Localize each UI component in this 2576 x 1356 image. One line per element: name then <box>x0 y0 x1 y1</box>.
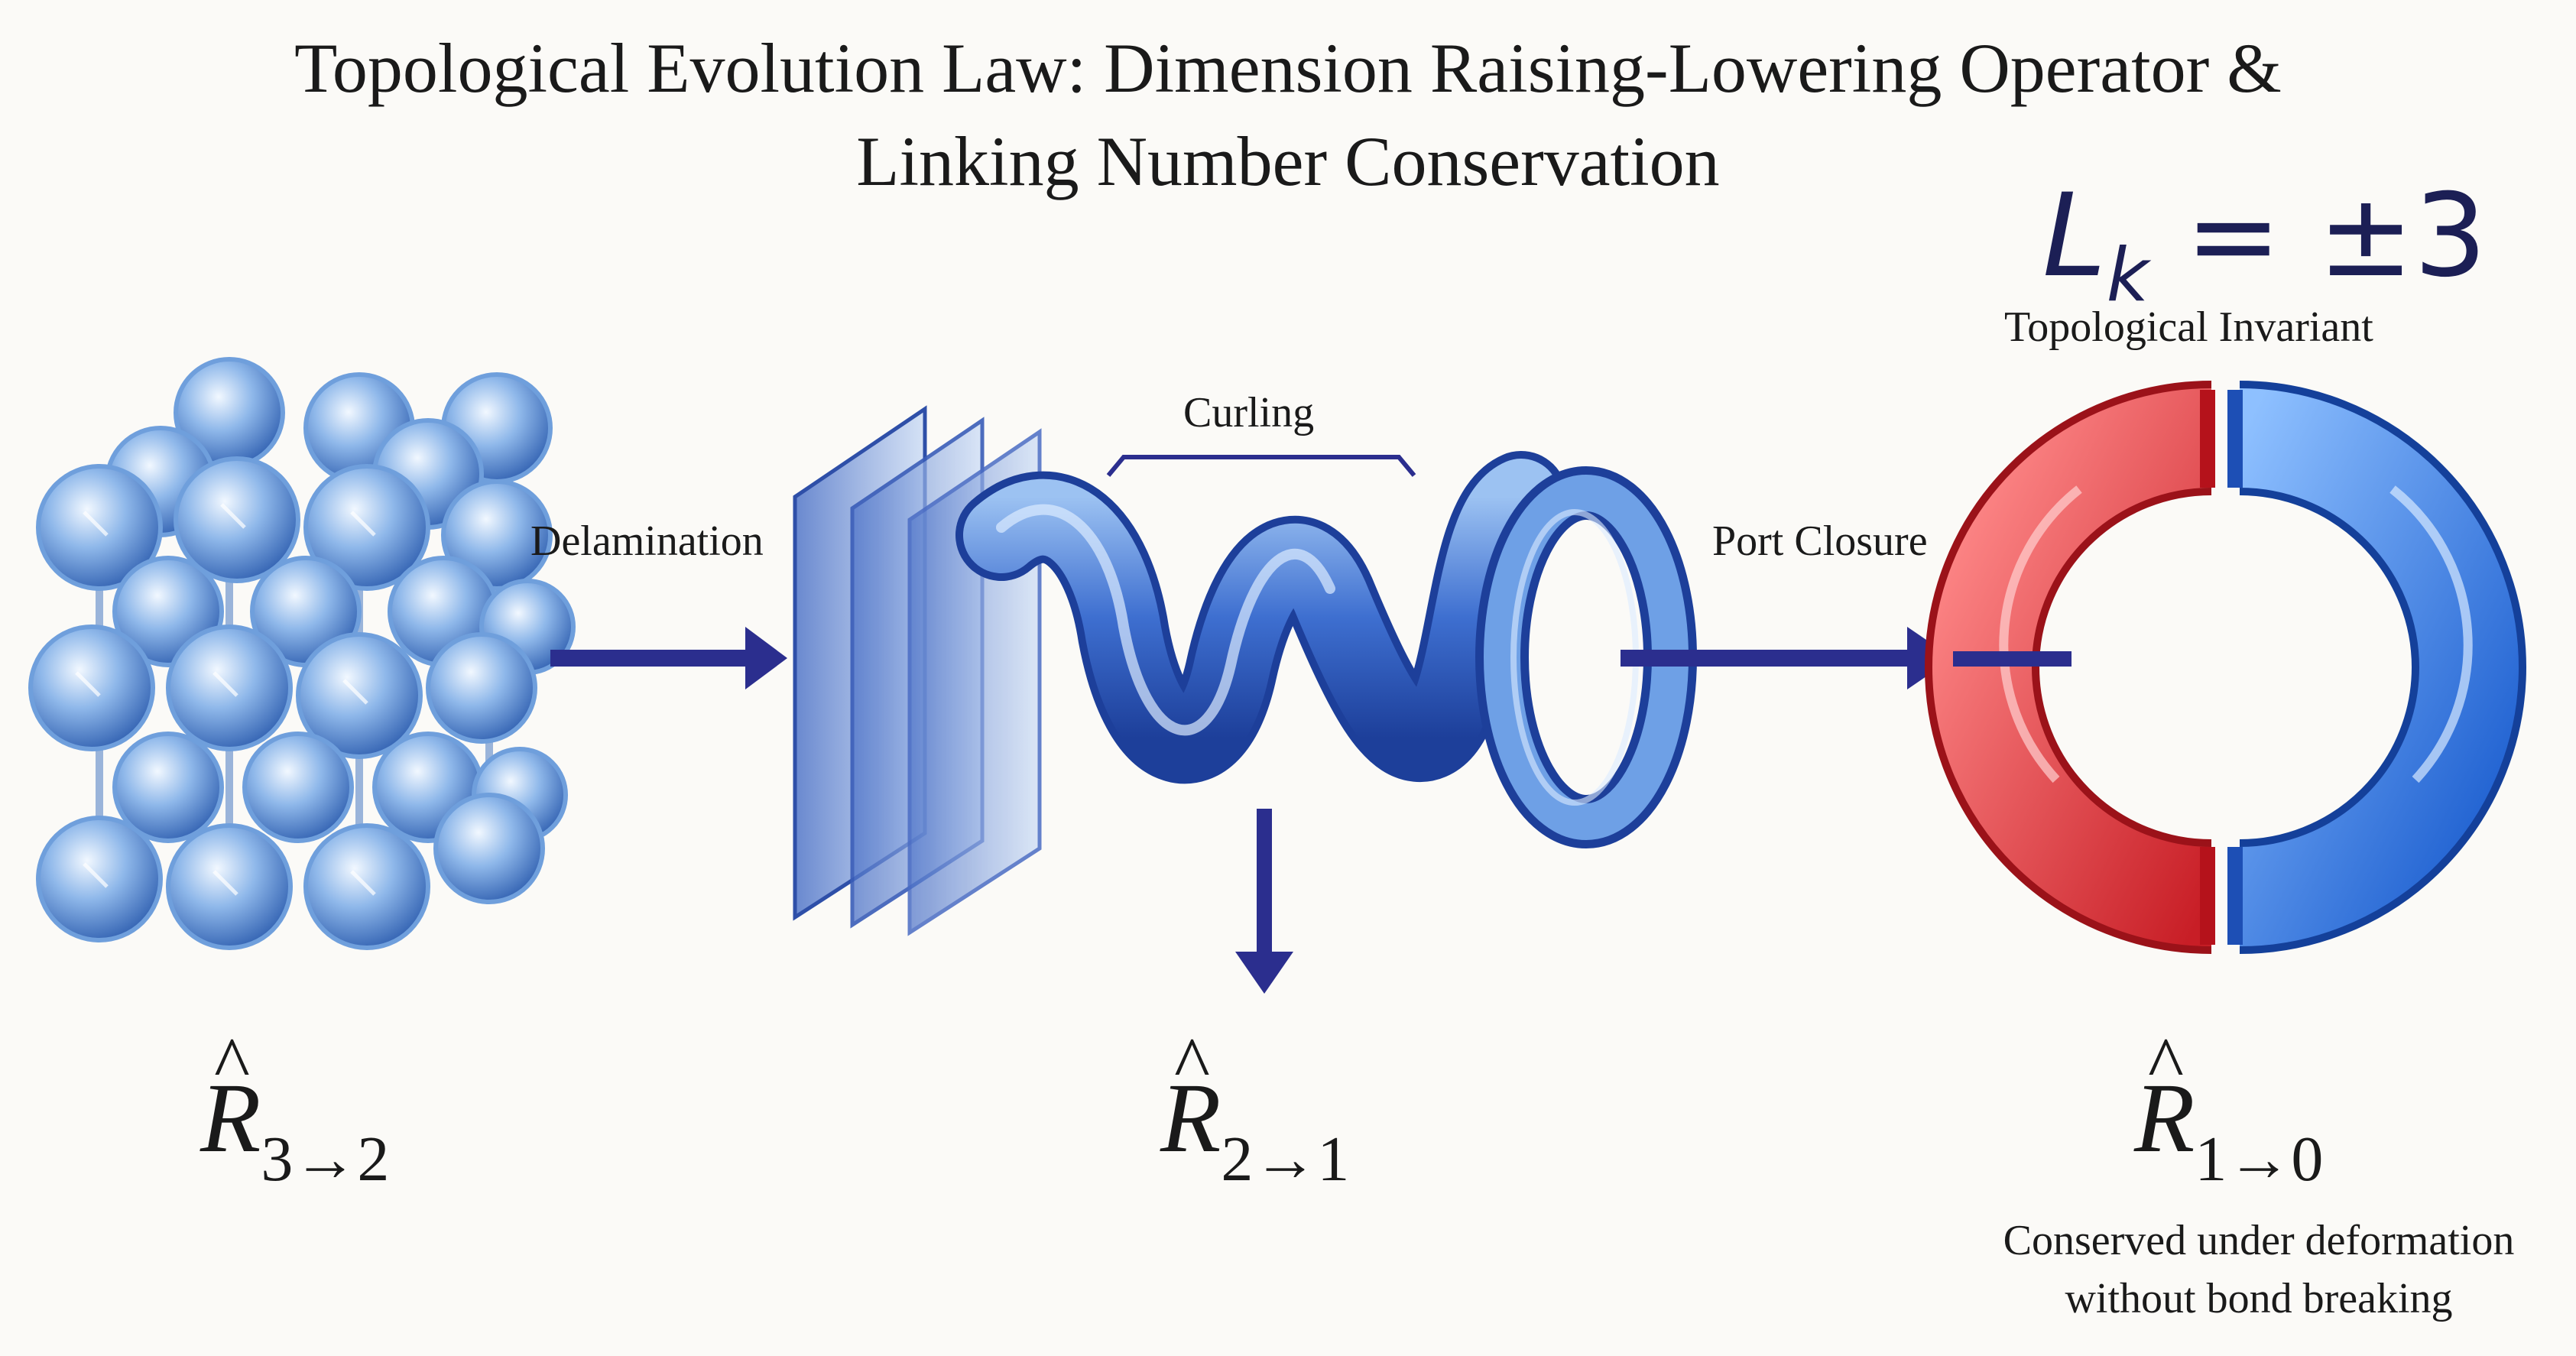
operator-r-2-1-subscript: 2→1 <box>1221 1123 1350 1195</box>
linking-symbol: L <box>2042 170 2107 303</box>
operator-r-3-2-symbol: R <box>200 1020 261 1176</box>
linking-subscript: k <box>2106 232 2149 319</box>
crystal-lattice-icon <box>28 357 576 950</box>
linked-ring-icon <box>1925 381 2526 954</box>
operator-r-2-1-symbol: R <box>1160 1020 1221 1176</box>
title-line-2: Linking Number Conservation <box>856 122 1720 200</box>
arrow-delamination <box>550 627 787 689</box>
label-delamination: Delamination <box>530 517 764 565</box>
arrow-down <box>1235 809 1293 994</box>
note-line-1: Conserved under deformation <box>2003 1217 2515 1264</box>
operator-r-3-2-subscript: 3→2 <box>261 1123 390 1195</box>
operator-r-3-2: R3→2 <box>200 1020 390 1196</box>
curling-bracket <box>1106 455 1416 477</box>
linking-number-formula: Lk = ±3 <box>2042 170 2487 319</box>
linking-value: = ±3 <box>2185 170 2487 303</box>
label-port-closure: Port Closure <box>1712 517 1928 565</box>
operator-r-2-1: R2→1 <box>1160 1020 1350 1196</box>
note-line-2: without bond breaking <box>2065 1275 2453 1322</box>
invariant-label: Topological Invariant <box>2004 303 2373 351</box>
operator-r-1-0: R1→0 <box>2134 1020 2324 1196</box>
operator-r-1-0-subscript: 1→0 <box>2195 1123 2324 1195</box>
diagram-title: Topological Evolution Law: Dimension Rai… <box>0 21 2576 208</box>
operator-r-1-0-symbol: R <box>2134 1020 2195 1176</box>
label-curling: Curling <box>1183 389 1315 436</box>
conservation-note: Conserved under deformation without bond… <box>1942 1212 2576 1328</box>
title-line-1: Topological Evolution Law: Dimension Rai… <box>294 29 2282 107</box>
coil-tube-icon <box>955 451 1697 848</box>
